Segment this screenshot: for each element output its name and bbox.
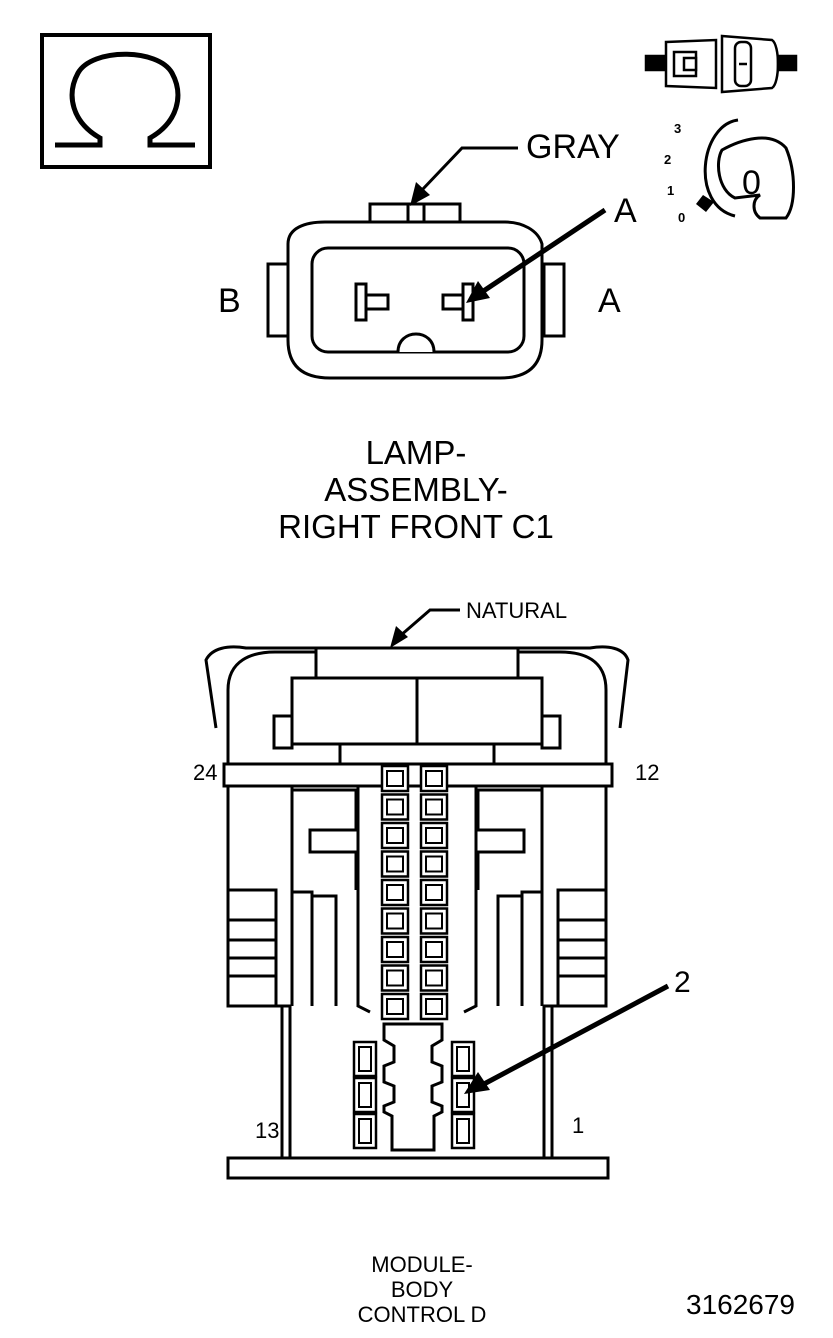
key-position-1: 1 [667,183,674,198]
cavity-a-pointer [466,207,607,303]
terminal-cavity [419,907,449,935]
c1-caption-line-3: RIGHT FRONT C1 [278,508,554,545]
lamp-connector-c1 [266,202,566,380]
terminal-cavity [380,821,410,850]
connector-plug-icon [644,34,798,94]
terminal-cavity [380,850,410,878]
figure-number: 3162679 [686,1289,795,1320]
d-pointer-label: 2 [674,966,691,999]
lower-terminal-grid [352,1040,476,1150]
key-label: 0 [742,164,761,202]
d-caption-line-2: BODY [391,1277,454,1302]
ignition-key-icon: 3 2 1 0 0 [664,118,795,225]
d-pin-label-24: 24 [193,760,217,785]
terminal-cavity [380,793,410,821]
pin-2-pointer [464,983,670,1094]
terminal-cavity [352,1040,378,1078]
terminal-cavity [380,764,410,793]
terminal-cavity [380,907,410,935]
terminal-cavity [419,821,449,850]
terminal-cavity [419,793,449,821]
terminal-cavity [450,1112,476,1150]
d-pin-label-1: 1 [572,1113,584,1138]
d-color-label: NATURAL [466,598,567,623]
bcm-connector-d [204,645,630,1180]
upper-terminal-grid [380,764,449,1021]
terminal-cavity [352,1112,378,1150]
d-caption-line-1: MODULE- [371,1252,472,1277]
c1-color-label: GRAY [526,128,620,166]
terminal-cavity [380,935,410,964]
terminal-cavity [380,878,410,907]
terminal-cavity [419,935,449,964]
terminal-cavity [419,850,449,878]
key-position-2: 2 [664,152,671,167]
d-pin-label-13: 13 [255,1118,279,1143]
terminal-cavity [419,964,449,992]
key-position-3: 3 [674,121,681,136]
c1-side-label-left: B [218,282,241,320]
c1-caption-line-2: ASSEMBLY- [324,471,507,508]
terminal-cavity [380,964,410,992]
c1-side-label-right: A [598,282,621,320]
terminal-cavity [352,1076,378,1114]
gray-pointer [410,146,518,206]
d-caption-line-3: CONTROL D [358,1302,487,1327]
ohm-symbol-icon [40,33,212,169]
terminal-cavity [419,992,449,1021]
terminal-cavity [450,1076,476,1114]
natural-pointer [390,608,460,648]
d-pin-label-12: 12 [635,760,659,785]
c1-pointer-label: A [614,192,637,230]
terminal-cavity [419,764,449,793]
terminal-cavity [450,1040,476,1078]
key-position-0: 0 [678,210,685,225]
c1-caption-line-1: LAMP- [366,434,467,471]
terminal-cavity [380,992,410,1021]
terminal-cavity [419,878,449,907]
